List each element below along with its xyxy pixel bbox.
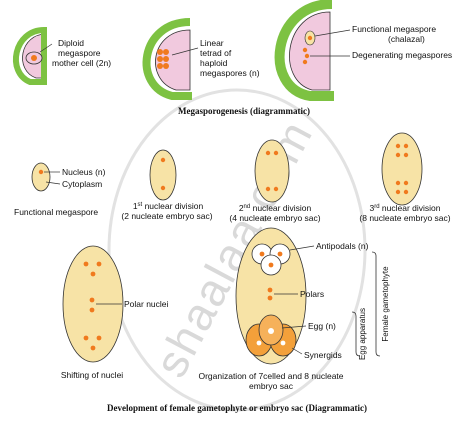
shifting-caption: Shifting of nuclei [61,370,123,380]
egg-label: Egg (n) [308,321,336,331]
second-division-line2: (4 nucleate embryo sac) [229,213,320,223]
mmc-nucleus [31,55,37,61]
synergids-label: Synergids [304,350,342,360]
stage1-label-2: megaspore [58,48,101,58]
female-gametophyte-label: Female gametophyte [381,266,390,342]
first-division-line1: 1st nuclear division [133,201,204,211]
egg-apparatus-label: Egg apparatus [358,308,367,360]
mature-embryo-sac [235,227,315,365]
organization-caption-line1: Organization of 7celled and 8 nucleate [198,371,343,381]
eight-nucleate-sac [381,132,423,206]
egg-apparatus [245,314,297,357]
stage2-label-3: haploid [200,58,228,68]
polar-nuclei-label: Polar nuclei [124,299,169,309]
stage1-label-1: Diploid [58,38,84,48]
four-nucleate-sac [254,139,290,203]
ovule-stage-1 [12,26,53,85]
stage3-functional-label-1: Functional megaspore [352,24,436,34]
third-division-line1: 3rd nuclear division [369,203,440,213]
organization-caption-line2: embryo sac [249,381,294,391]
antipodal-cells [251,243,291,276]
stage2-label-4: megaspores (n) [200,68,260,78]
polars-label: Polars [300,289,324,299]
antipodals-label: Antipodals (n) [316,241,369,251]
stage2-label-2: tetrad of [200,48,232,58]
ovule-stage-3 [274,0,351,101]
brackets [351,251,381,357]
two-nucleate-sac [149,149,177,201]
functional-megaspore-cell [31,162,61,192]
third-division-line2: (8 nucleate embryo sac) [359,213,450,223]
cytoplasm-label: Cytoplasm [62,179,102,189]
polar-nucleus-2 [267,295,273,301]
first-division-line2: (2 nucleate embryo sac) [121,211,212,221]
second-division-line1: 2nd nuclear division [239,203,312,213]
stage3-functional-label-2: (chalazal) [388,34,425,44]
ovule-stage-2 [142,18,199,100]
stage2-label-1: Linear [200,38,224,48]
female-gametophyte-caption: Development of female gametophyte or emb… [107,403,367,413]
megasporogenesis-caption: Megasporogenesis (diagrammatic) [178,106,310,116]
functional-megaspore-caption: Functional megaspore [14,207,98,217]
shifting-nuclei-sac [62,245,124,363]
functional-megaspore-nucleus [307,35,313,41]
stage3-degenerating-label: Degenerating megaspores [352,50,452,60]
nucleus-label: Nucleus (n) [62,167,106,177]
stage1-label-3: mother cell (2n) [52,58,111,68]
tetrad-megaspores [157,49,169,69]
polar-nucleus-1 [267,287,273,293]
